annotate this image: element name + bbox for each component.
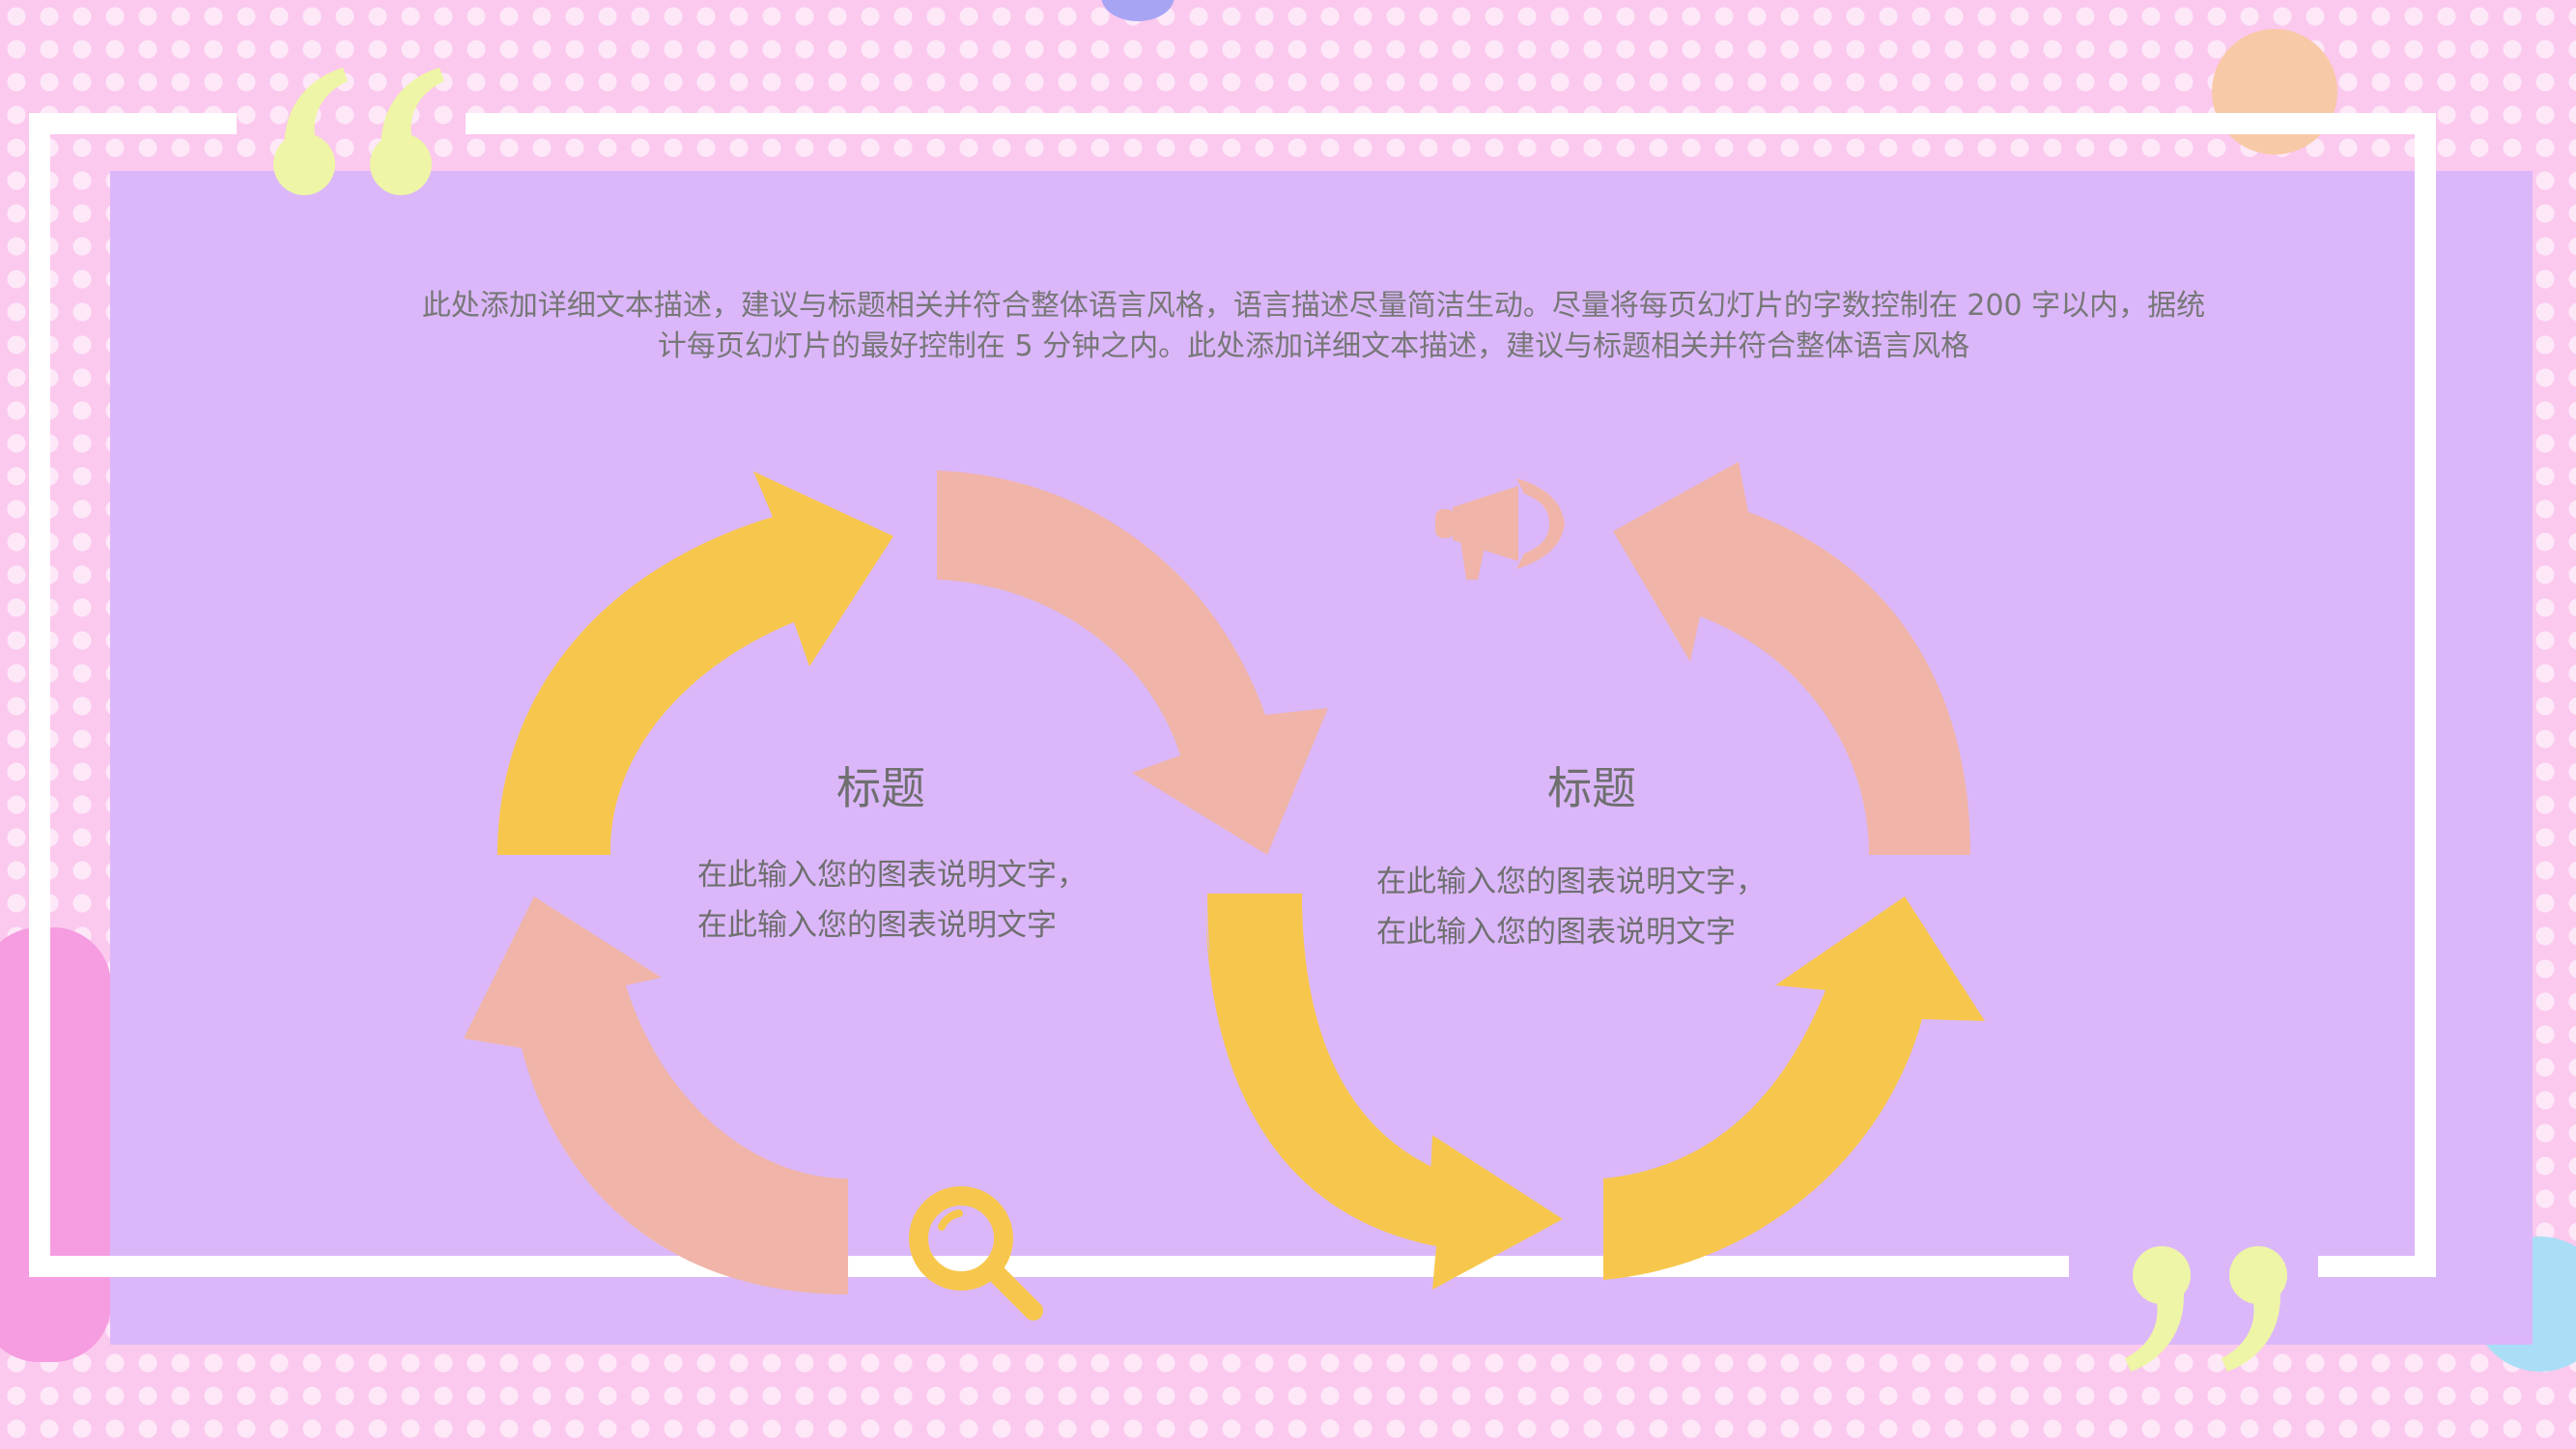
corner-circle-top bbox=[1101, 0, 1175, 21]
left-cycle-desc-line-2: 在此输入您的图表说明文字 bbox=[697, 908, 1057, 943]
left-cycle-title: 标题 bbox=[836, 762, 925, 814]
left-cycle-description: 在此输入您的图表说明文字， 在此输入您的图表说明文字 bbox=[697, 850, 1200, 951]
left-cycle-desc-line-1: 在此输入您的图表说明文字， bbox=[697, 858, 1087, 893]
magnifier-icon bbox=[909, 1186, 1043, 1321]
intro-line-1: 此处添加详细文本描述，建议与标题相关并符合整体语言风格，语言描述尽量简洁生动。尽… bbox=[421, 289, 2206, 323]
left-cycle-arrow-bottom-left bbox=[464, 896, 848, 1294]
corner-block-left bbox=[0, 927, 111, 1362]
frame-bottom-left bbox=[29, 1256, 2069, 1277]
left-cycle-arrow-top-right bbox=[937, 470, 1328, 855]
right-cycle-arrow-top-right bbox=[1613, 462, 1970, 855]
intro-text: 此处添加详细文本描述，建议与标题相关并符合整体语言风格，语言描述尽量简洁生动。尽… bbox=[319, 286, 2308, 367]
megaphone-icon bbox=[1435, 478, 1565, 580]
right-cycle-arrow-bottom-right bbox=[1603, 896, 1985, 1280]
close-quote-icon bbox=[2125, 1246, 2287, 1372]
frame-right bbox=[2415, 113, 2436, 1277]
left-cycle-arrow-top-left bbox=[497, 471, 893, 855]
right-cycle-desc-line-1: 在此输入您的图表说明文字， bbox=[1376, 865, 1766, 899]
right-cycle-arrow-bottom-left bbox=[1205, 894, 1563, 1290]
frame-bottom-right bbox=[2318, 1256, 2436, 1277]
right-cycle-description: 在此输入您的图表说明文字， 在此输入您的图表说明文字 bbox=[1376, 857, 1879, 957]
open-quote-icon bbox=[273, 68, 444, 195]
intro-line-2: 计每页幻灯片的最好控制在 5 分钟之内。此处添加详细文本描述，建议与标题相关并符… bbox=[657, 329, 1970, 363]
right-cycle-desc-line-2: 在此输入您的图表说明文字 bbox=[1376, 915, 1736, 950]
frame-top-right bbox=[466, 113, 2436, 134]
frame-left bbox=[29, 113, 50, 1277]
right-cycle-title: 标题 bbox=[1547, 762, 1636, 814]
frame-top-left bbox=[29, 113, 237, 134]
